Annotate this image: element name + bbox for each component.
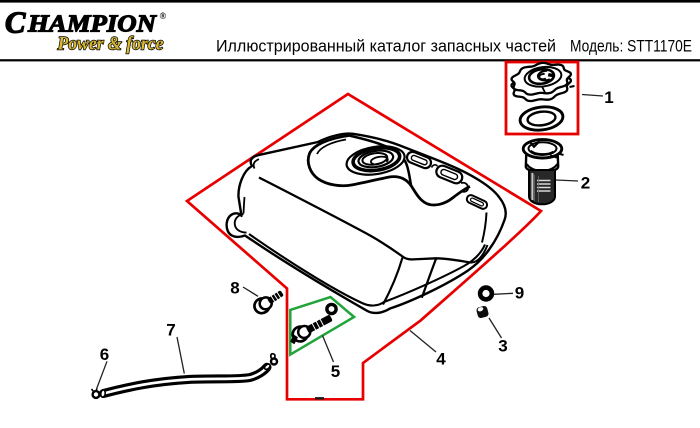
svg-text:Модель: STT1170E: Модель: STT1170E xyxy=(570,37,692,56)
svg-text:1: 1 xyxy=(604,88,613,107)
svg-text:5: 5 xyxy=(331,362,340,381)
svg-text:Иллюстрированный каталог запас: Иллюстрированный каталог запасных частей xyxy=(216,37,556,56)
svg-text:4: 4 xyxy=(436,350,446,369)
svg-text:2: 2 xyxy=(581,174,590,193)
svg-text:C: C xyxy=(5,6,26,40)
svg-text:6: 6 xyxy=(100,345,109,364)
svg-text:HAMPION: HAMPION xyxy=(27,10,158,37)
svg-text:8: 8 xyxy=(230,279,239,298)
svg-text:7: 7 xyxy=(166,321,175,340)
svg-text:9: 9 xyxy=(515,284,524,303)
svg-text:3: 3 xyxy=(498,337,507,356)
svg-text:Power & force: Power & force xyxy=(57,34,164,55)
svg-text:®: ® xyxy=(160,11,167,21)
